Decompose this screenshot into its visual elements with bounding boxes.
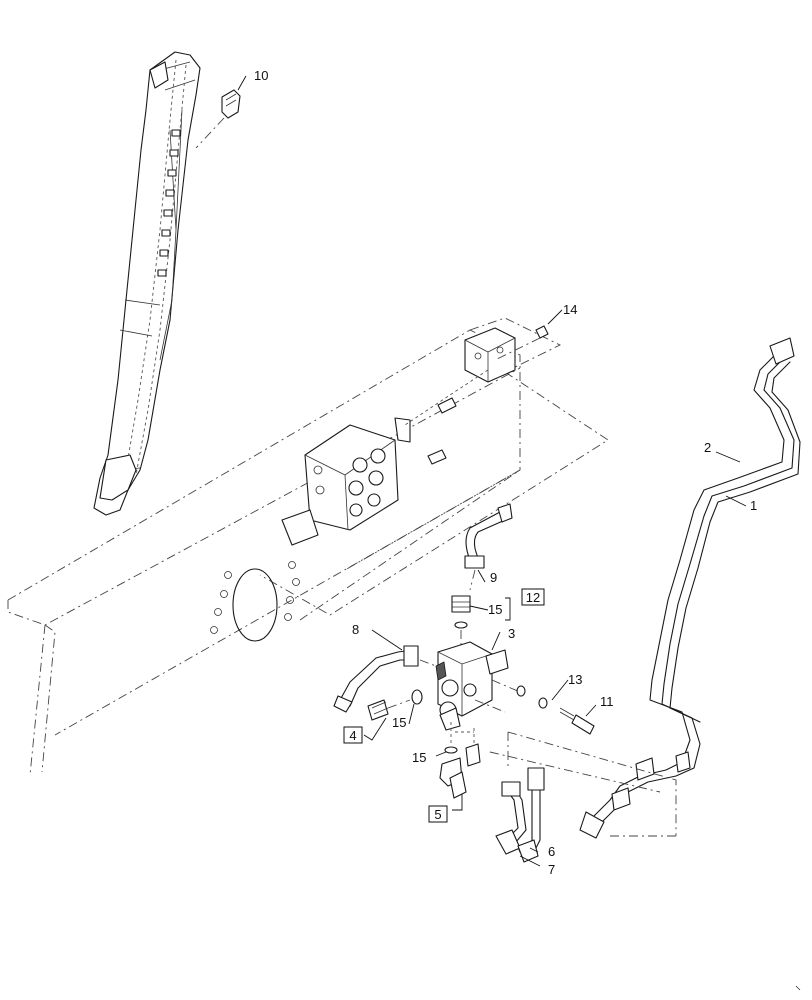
part-14-fitting	[494, 325, 549, 361]
routing-lines	[474, 699, 677, 837]
callout-12: 12	[526, 590, 540, 605]
corner-mark	[795, 985, 801, 991]
connecting-tube	[404, 369, 489, 465]
callout-6: 6	[548, 844, 555, 859]
callout-8: 8	[352, 622, 359, 637]
callout-11: 11	[600, 694, 614, 709]
part-10-clip	[195, 89, 241, 149]
callout-box-12: 12	[521, 588, 545, 606]
part-4-fitting	[367, 699, 411, 721]
arm-slots	[157, 129, 181, 277]
o-ring-left	[411, 689, 423, 705]
port-block	[464, 327, 516, 383]
callout-5: 5	[434, 807, 441, 822]
callout-4: 4	[349, 728, 356, 743]
part-9-hose	[464, 503, 513, 591]
callout-9: 9	[490, 570, 497, 585]
fitting-12	[451, 595, 471, 648]
callout-15-left: 15	[392, 715, 406, 730]
callout-14: 14	[563, 302, 577, 317]
callout-box-4: 4	[343, 726, 363, 744]
callout-15-top: 15	[488, 602, 502, 617]
mounting-holes	[210, 561, 300, 642]
lower-fittings	[439, 722, 481, 799]
parts-1-2-lines	[579, 337, 801, 839]
callout-7: 7	[548, 862, 555, 877]
callout-3: 3	[508, 626, 515, 641]
callout-2: 2	[704, 440, 711, 455]
part-3-aux-valve	[435, 641, 509, 731]
parts-6-7-hoses	[495, 767, 545, 863]
part-13-bolt	[491, 679, 595, 735]
part-8-tube	[333, 645, 437, 713]
main-control-valve	[281, 417, 411, 546]
callout-1: 1	[750, 498, 757, 513]
frame-rail	[7, 317, 609, 776]
callout-leaders	[237, 75, 747, 867]
callout-10: 10	[254, 68, 268, 83]
loader-arm	[93, 51, 201, 516]
callout-15-bottom: 15	[412, 750, 426, 765]
callout-13: 13	[568, 672, 582, 687]
callout-box-5: 5	[428, 805, 448, 823]
